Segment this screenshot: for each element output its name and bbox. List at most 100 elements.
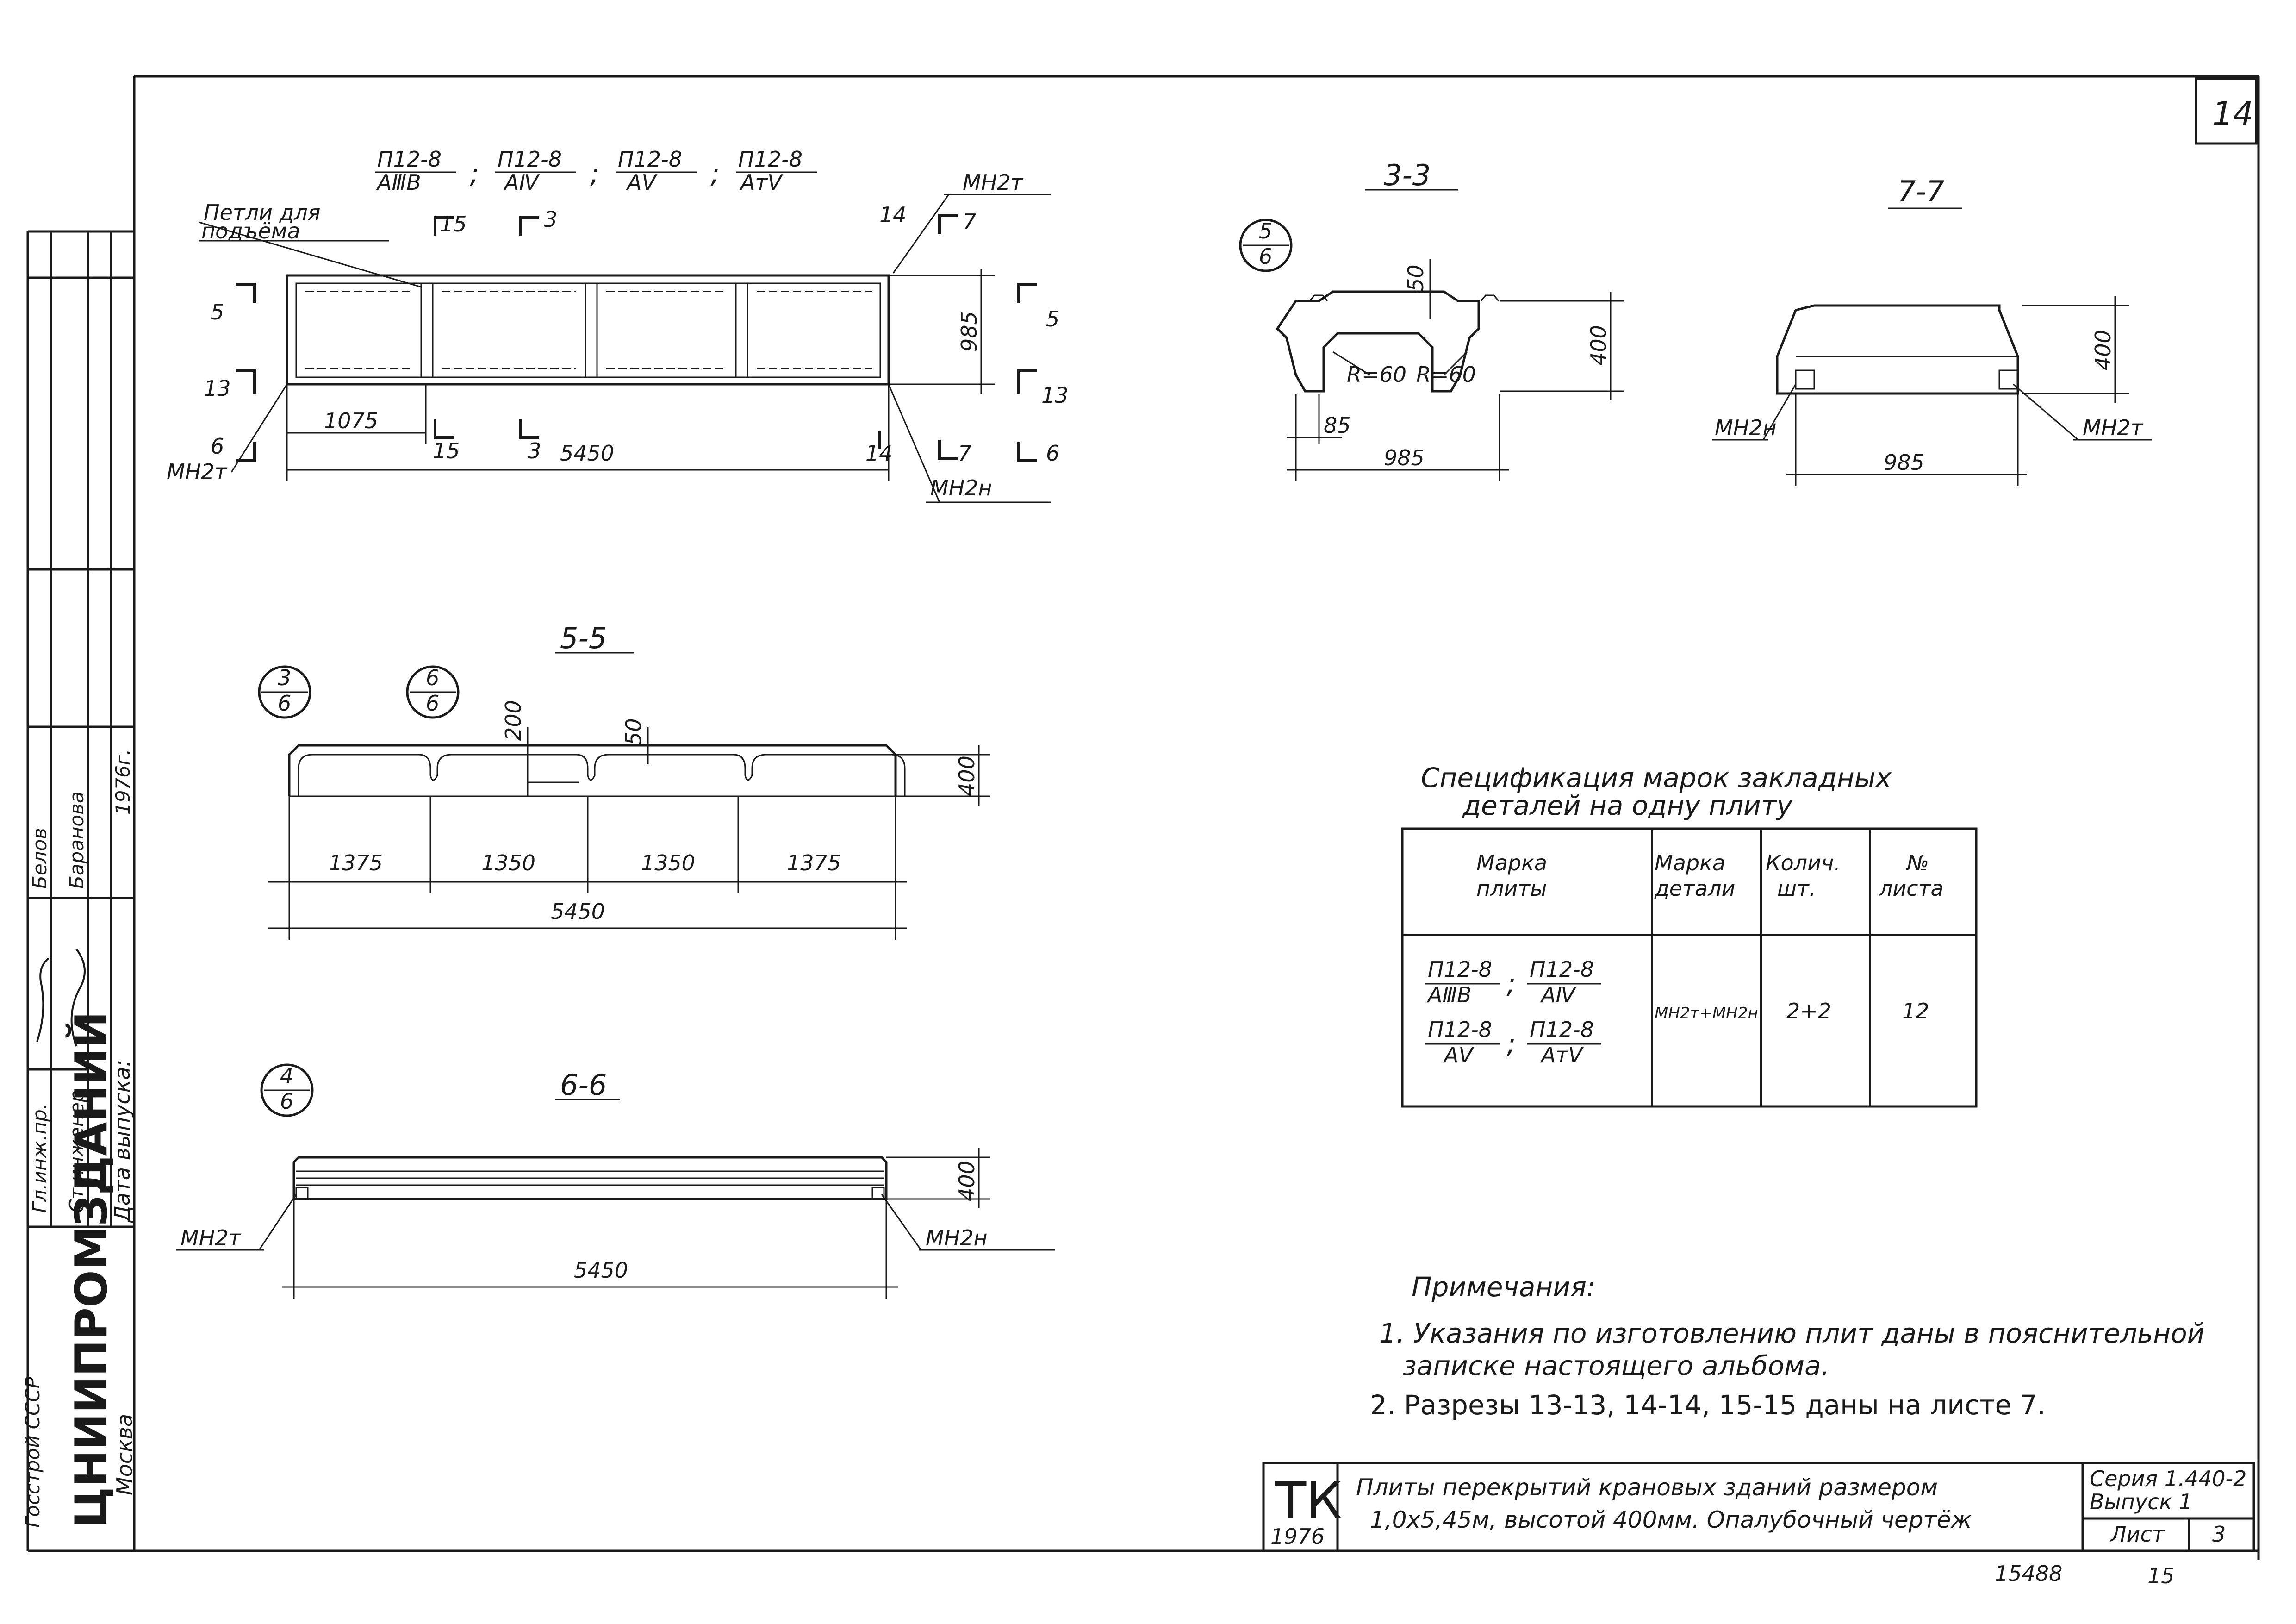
loops-label-2: подъёма (201, 219, 300, 244)
title-block (1262, 1462, 2255, 1552)
svg-text:;: ; (1506, 1028, 1516, 1060)
plan-cut-3-top: 3 (544, 207, 557, 232)
section-7-7 (1712, 207, 2152, 486)
spec-mark-2-top: П12-8 (1530, 957, 1594, 982)
sec55-dim-400: 400 (954, 756, 979, 796)
sec55-dim-50: 50 (621, 718, 646, 745)
plan-cut-6-right: 6 (1046, 441, 1059, 466)
sec33-ref-bottom: 6 (1259, 244, 1272, 269)
spec-detail: МН2т+МН2н (1655, 1004, 1758, 1023)
signature-2 (70, 948, 86, 1047)
section-6-6 (176, 1063, 1055, 1299)
spec-header-3a: Колич. (1766, 850, 1841, 875)
spec-header-3b: шт. (1777, 876, 1816, 901)
sec77-mh2n: МН2н (1715, 415, 1777, 440)
sec33-dim-985: 985 (1384, 445, 1425, 470)
plan-cut-13-right: 13 (1041, 383, 1069, 408)
stamp-org-big: ЦНИИПРОМЗДАНИЙ (66, 1012, 117, 1528)
spec-qty: 2+2 (1786, 999, 1831, 1024)
left-stamp (26, 230, 134, 1551)
notes-line-1: 1. Указания по изготовлению плит даны в … (1379, 1318, 2204, 1349)
stamp-role-2: Ст.инженер (65, 1090, 88, 1213)
sec33-r-left: R=60 (1347, 362, 1406, 387)
spec-mark-1-bottom: АⅢВ (1426, 982, 1472, 1007)
sec77-mh2t: МН2т (2083, 415, 2144, 440)
spec-mark-2-bottom: АⅣ (1540, 982, 1577, 1007)
spec-mark-4-top: П12-8 (1530, 1017, 1594, 1042)
section-3-3 (1239, 189, 1624, 481)
sec33-dim-85: 85 (1324, 413, 1351, 438)
sec55-ref2-bottom: 6 (426, 691, 439, 716)
sec66-ref-top: 4 (280, 1063, 293, 1088)
plan-cut-5-left: 5 (211, 300, 224, 325)
sec55-title: 5-5 (560, 621, 607, 655)
spec-header-2a: Марка (1655, 850, 1725, 875)
plan-mark-1-bottom: АⅢВ (376, 170, 421, 195)
title-line-1: Плиты перекрытий крановых зданий размеро… (1356, 1474, 1938, 1501)
title-series: Серия 1.440-2 (2090, 1466, 2246, 1491)
loops-label-1: Петли для (204, 200, 320, 225)
svg-text:;: ; (470, 157, 479, 190)
sec66-mh2t: МН2т (180, 1225, 242, 1250)
stamp-year: 1976г. (112, 749, 134, 815)
spec-header-4b: листа (1879, 876, 1944, 901)
sheet-number-corner: 14 (2212, 95, 2253, 133)
svg-text:;: ; (1506, 968, 1516, 1000)
title-line-2: 1,0х5,45м, высотой 400мм. Опалубочный че… (1370, 1506, 1972, 1533)
plan-mh2t-top: МН2т (963, 170, 1024, 195)
plan-cut-6-left: 6 (211, 434, 224, 459)
sec55-ref1-bottom: 6 (278, 691, 291, 716)
sec66-dim-400: 400 (954, 1161, 979, 1201)
title-year: 1976 (1270, 1524, 1325, 1549)
sec55-span-3: 1350 (641, 850, 695, 875)
notes-line-2: 2. Разрезы 13-13, 14-14, 15-15 даны на л… (1370, 1389, 2046, 1421)
title-tk: ТК (1275, 1471, 1342, 1530)
plan-mark-1-top: П12-8 (377, 147, 442, 172)
sec66-ref-bottom: 6 (280, 1089, 293, 1114)
plan-mark-3-bottom: АⅤ (626, 170, 658, 195)
sec55-span-4: 1375 (787, 850, 841, 875)
plan-marks: П12-8 АⅢВ П12-8 АⅣ П12-8 АⅤ П12-8 АтⅤ ; … (376, 147, 803, 195)
plan-cut-15-top: 15 (440, 212, 467, 237)
sec55-total: 5450 (551, 899, 605, 924)
plan-dim-5450: 5450 (560, 441, 614, 466)
stamp-org-small: Госстрой СССР (21, 1376, 44, 1528)
title-sheet-label: Лист (2109, 1522, 2165, 1547)
sec33-dim-400: 400 (1586, 325, 1611, 366)
section-5-5 (258, 652, 990, 940)
sec55-dim-200: 200 (501, 700, 526, 741)
sec33-title: 3-3 (1384, 158, 1431, 192)
sec66-title: 6-6 (560, 1068, 607, 1102)
stamp-name-1: Белов (28, 828, 51, 889)
sec55-ref1-top: 3 (278, 665, 291, 690)
plan-mh2t-left: МН2т (167, 459, 228, 484)
spec-title-2: деталей на одну плиту (1462, 790, 1793, 821)
sec55-span-1: 1375 (329, 850, 383, 875)
plan-mh2n-right: МН2н (930, 475, 992, 500)
stamp-name-2: Баранова (65, 791, 88, 889)
plan-dim-1075: 1075 (324, 408, 378, 433)
spec-header-4a: № (1905, 850, 1929, 875)
spec-header-2b: детали (1654, 876, 1735, 901)
notes-heading: Примечания: (1412, 1271, 1595, 1303)
sec77-dim-985: 985 (1884, 450, 1924, 475)
sec33-r-right: R=60 (1416, 362, 1476, 387)
plan-cut-7-bottom: 7 (958, 441, 971, 466)
stamp-city: Москва (112, 1414, 137, 1495)
plan-mark-2-bottom: АⅣ (503, 170, 540, 195)
plan-cut-5-right: 5 (1046, 306, 1059, 331)
svg-text:;: ; (590, 157, 599, 190)
plan-view (199, 194, 1051, 503)
plan-mark-3-top: П12-8 (618, 147, 682, 172)
plan-mark-4-bottom: АтⅤ (739, 170, 784, 195)
stamp-date-label: Дата выпуска: (110, 1060, 135, 1223)
page-number: 15 (2147, 1563, 2175, 1588)
plan-cut-14-bottom: 14 (865, 441, 893, 466)
sec33-dim-50: 50 (1403, 264, 1428, 292)
spec-mark-4-bottom: АтⅤ (1540, 1043, 1584, 1068)
svg-text:;: ; (710, 157, 720, 190)
plan-cut-3-bottom: 3 (528, 438, 541, 463)
plan-dim-985: 985 (957, 311, 982, 352)
sec66-mh2n: МН2н (926, 1225, 988, 1250)
